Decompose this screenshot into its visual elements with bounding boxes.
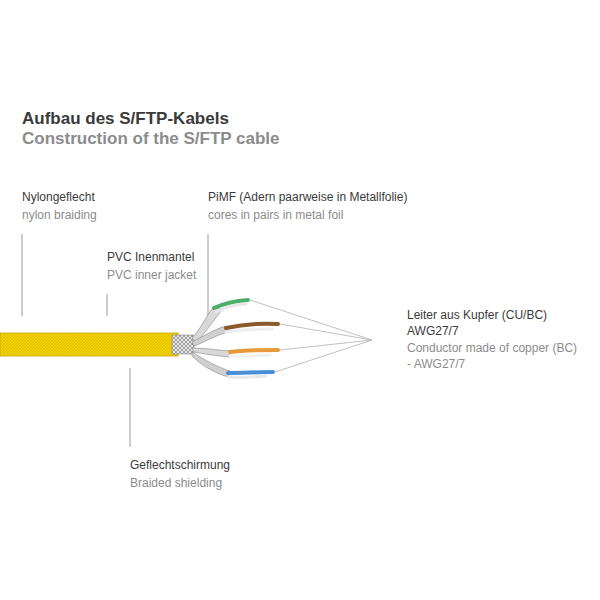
conductor-leader [250, 300, 372, 372]
part-name: Leiter aus Kupfer (CU/BC) AWG27/7 [407, 307, 582, 339]
part-name-english: Conductor made of copper (BC) - AWG27/7 [407, 340, 582, 372]
part-name: PiMF (Adern paarweise in Metallfolie) [208, 189, 468, 205]
part-name: PVC Inenmantel [107, 249, 257, 265]
part-name-english: nylon braiding [22, 207, 192, 223]
foil-pairs [192, 306, 230, 377]
title: Aufbau des S/FTP-Kabels [22, 108, 422, 131]
part-name: Geflechtschirmung [130, 457, 330, 473]
wire-cores [214, 300, 278, 377]
braided-shield [172, 335, 194, 354]
part-name-english: Braided shielding [130, 475, 330, 491]
part-name: Nylongeflecht [22, 189, 192, 205]
nylon-jacket [0, 333, 178, 356]
part-name-english: PVC inner jacket [107, 267, 257, 283]
subtitle: Construction of the S/FTP cable [22, 128, 422, 151]
part-name-english: cores in pairs in metal foil [208, 207, 468, 223]
